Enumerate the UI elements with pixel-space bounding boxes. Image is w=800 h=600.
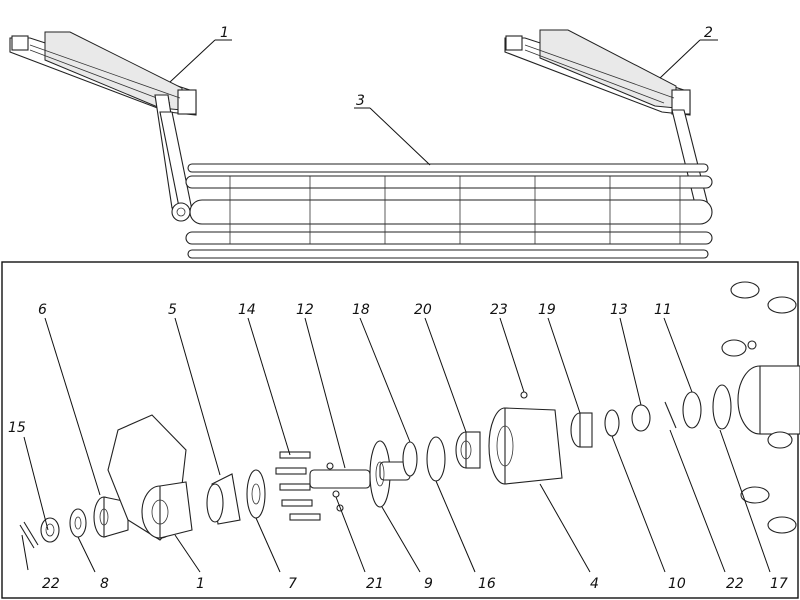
- label-12: 12: [296, 302, 314, 318]
- label-7: 7: [288, 576, 297, 592]
- left-arm-part: [9, 31, 197, 222]
- label-6: 6: [38, 302, 47, 318]
- label-13: 13: [610, 302, 628, 318]
- top-assembly-view: 1 2 3: [9, 25, 718, 259]
- label-11: 11: [654, 302, 672, 318]
- label-4: 4: [590, 576, 599, 592]
- label-8: 8: [100, 576, 109, 592]
- right-arm-part: [504, 29, 709, 219]
- bolts-group: [275, 451, 321, 521]
- label-15: 15: [8, 420, 26, 436]
- part-labels: 6 5 14 12 18 20 23 19 13 11 15 22 8 1 7 …: [8, 302, 788, 592]
- exploded-view: [19, 281, 800, 549]
- label-5: 5: [168, 302, 177, 318]
- label-22-left: 22: [42, 576, 60, 592]
- label-9: 9: [424, 576, 433, 592]
- label-1: 1: [196, 576, 205, 592]
- label-21: 21: [366, 576, 384, 592]
- label-19: 19: [538, 302, 556, 318]
- label-17: 17: [770, 576, 788, 592]
- label-top-3: 3: [356, 93, 365, 109]
- label-10: 10: [668, 576, 686, 592]
- label-23: 23: [490, 302, 508, 318]
- roller-end-part: [721, 281, 800, 534]
- label-top-2: 2: [704, 25, 713, 41]
- roller-cage-part: [185, 163, 713, 259]
- label-14: 14: [238, 302, 256, 318]
- label-16: 16: [478, 576, 496, 592]
- label-22-right: 22: [726, 576, 744, 592]
- label-top-1: 1: [220, 25, 229, 41]
- label-18: 18: [352, 302, 370, 318]
- leader-lines: [21, 317, 771, 573]
- label-20: 20: [414, 302, 432, 318]
